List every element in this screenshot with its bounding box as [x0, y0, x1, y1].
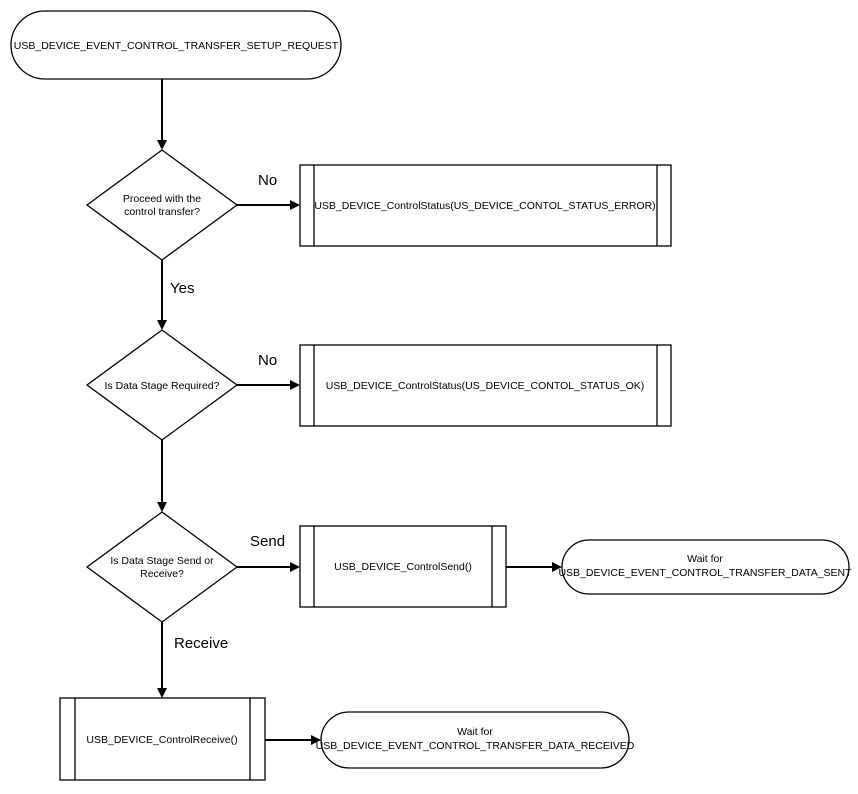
terminal-wait-data-received-line1: Wait for — [457, 726, 493, 738]
process-control-status-error-label: USB_DEVICE_ControlStatus(US_DEVICE_CONTO… — [314, 200, 655, 212]
process-control-status-error: USB_DEVICE_ControlStatus(US_DEVICE_CONTO… — [299, 164, 672, 247]
process-control-receive: USB_DEVICE_ControlReceive() — [59, 697, 266, 781]
terminal-wait-data-received-line2: USB_DEVICE_EVENT_CONTROL_TRANSFER_DATA_R… — [316, 740, 635, 752]
terminal-wait-data-sent: Wait for USB_DEVICE_EVENT_CONTROL_TRANSF… — [558, 539, 852, 595]
decision3-send-label: Send — [250, 533, 285, 550]
decision-proceed-line1: Proceed with the — [123, 193, 201, 205]
decision-send-or-receive-line2: Receive? — [140, 568, 184, 580]
decision1-yes-label: Yes — [170, 280, 194, 297]
decision2-no-label: No — [258, 352, 277, 369]
terminal-wait-data-sent-line1: Wait for — [687, 553, 723, 565]
start-terminal-label: USB_DEVICE_EVENT_CONTROL_TRANSFER_SETUP_… — [14, 40, 339, 52]
process-control-send: USB_DEVICE_ControlSend() — [299, 525, 507, 608]
process-control-status-ok-label: USB_DEVICE_ControlStatus(US_DEVICE_CONTO… — [326, 380, 645, 392]
decision-send-or-receive-line1: Is Data Stage Send or — [110, 555, 214, 567]
decision-data-stage-required: Is Data Stage Required? — [85, 329, 239, 441]
decision-data-stage-required-label: Is Data Stage Required? — [105, 380, 220, 392]
process-control-send-label: USB_DEVICE_ControlSend() — [334, 561, 472, 573]
decision-proceed-line2: control transfer? — [124, 206, 200, 218]
decision-send-or-receive: Is Data Stage Send or Receive? — [85, 511, 239, 623]
decision-proceed: Proceed with the control transfer? — [85, 149, 239, 261]
terminal-wait-data-received: Wait for USB_DEVICE_EVENT_CONTROL_TRANSF… — [316, 711, 635, 769]
process-control-receive-label: USB_DEVICE_ControlReceive() — [86, 734, 237, 746]
terminal-wait-data-sent-line2: USB_DEVICE_EVENT_CONTROL_TRANSFER_DATA_S… — [558, 567, 852, 579]
decision3-receive-label: Receive — [174, 635, 228, 652]
start-terminal: USB_DEVICE_EVENT_CONTROL_TRANSFER_SETUP_… — [10, 10, 342, 80]
process-control-status-ok: USB_DEVICE_ControlStatus(US_DEVICE_CONTO… — [299, 344, 672, 427]
decision1-no-label: No — [258, 172, 277, 189]
